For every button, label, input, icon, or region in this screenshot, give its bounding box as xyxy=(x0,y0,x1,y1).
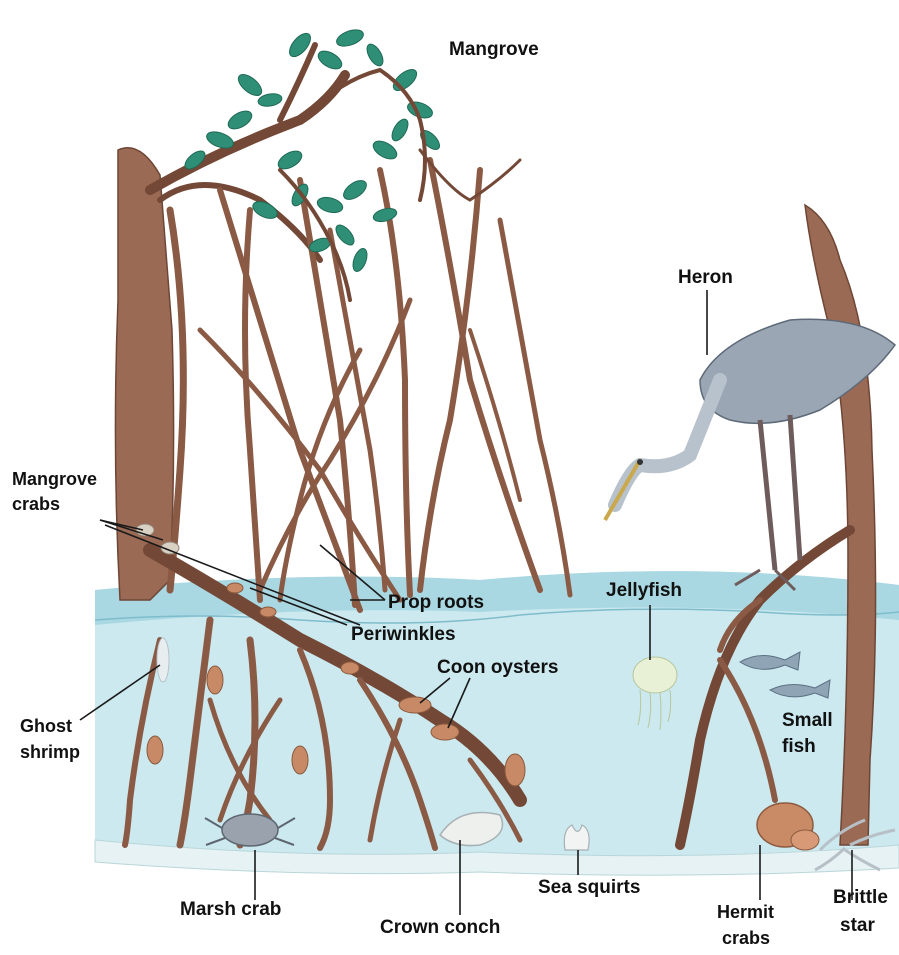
label-periwinkles: Periwinkles xyxy=(351,624,456,645)
ghost-shrimp-illustration xyxy=(157,638,169,682)
label-mangrove-crabs-line2: crabs xyxy=(12,494,60,514)
label-mangrove: Mangrove xyxy=(449,39,539,60)
label-small-fish-line1: Small xyxy=(782,710,833,731)
label-sea-squirts: Sea squirts xyxy=(538,877,640,898)
label-prop-roots: Prop roots xyxy=(388,592,484,613)
label-hermit-crabs-line2: crabs xyxy=(722,928,770,948)
label-heron: Heron xyxy=(678,267,733,288)
label-mangrove-crabs-line1: Mangrove xyxy=(12,469,97,489)
label-crown-conch: Crown conch xyxy=(380,917,500,938)
prop-roots-group xyxy=(170,160,570,610)
label-ghost-shrimp-line2: shrimp xyxy=(20,742,80,762)
label-brittle-star-line2: star xyxy=(840,915,875,936)
label-hermit-crabs-line1: Hermit xyxy=(717,902,774,922)
label-ghost-shrimp-line1: Ghost xyxy=(20,716,72,736)
label-jellyfish: Jellyfish xyxy=(606,580,682,601)
label-brittle-star-line1: Brittle xyxy=(833,887,888,908)
label-marsh-crab: Marsh crab xyxy=(180,899,281,920)
label-coon-oysters: Coon oysters xyxy=(437,657,558,678)
label-small-fish-line2: fish xyxy=(782,736,816,757)
